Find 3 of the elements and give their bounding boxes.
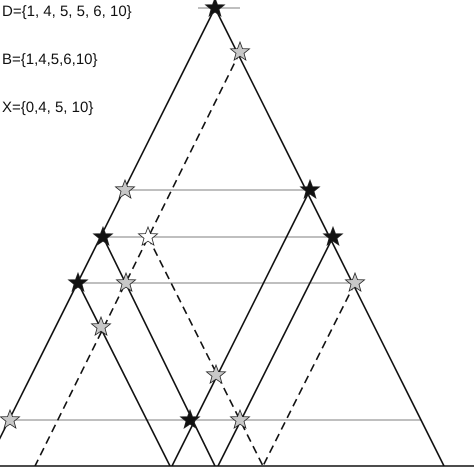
set-label: B={1,4,5,6,10} [2, 51, 98, 69]
set-label: D={1, 4, 5, 5, 6, 10} [2, 3, 132, 21]
set-label: X={0,4, 5, 10} [2, 99, 94, 117]
